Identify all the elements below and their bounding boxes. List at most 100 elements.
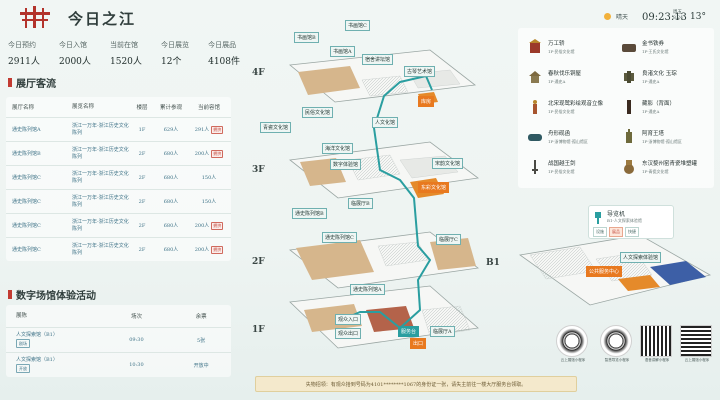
hall-label[interactable]: 古琴艺术馆	[404, 66, 436, 77]
palanquin-icon	[526, 38, 544, 56]
hall-label[interactable]: 数字体验馆	[330, 159, 362, 170]
floor-2f-plan	[289, 231, 480, 289]
floor-3f-plan	[289, 141, 480, 199]
hall-label[interactable]: 书画馆A	[330, 46, 355, 57]
guide-title: 导览机	[607, 211, 626, 218]
qr-code-2[interactable]: 智慧导览小程序	[600, 325, 634, 363]
qr-code-icon	[556, 325, 588, 357]
inkstone-icon	[526, 128, 544, 146]
hall-label[interactable]: 通史陈列馆C	[322, 232, 357, 243]
guide-facility-button[interactable]: 设施	[593, 227, 607, 237]
iron-plaque-icon	[620, 38, 638, 56]
qr-code-3[interactable]: 语音讲解小程序	[640, 325, 674, 363]
hall-label[interactable]: 通史陈列馆B	[292, 208, 327, 219]
floor-1f-plan	[289, 285, 479, 349]
service-desk-label[interactable]: 服务台	[398, 326, 420, 337]
qr-code-icon	[640, 325, 672, 357]
clock-time: 09:23:13	[642, 12, 687, 23]
shadow-icon	[620, 98, 638, 116]
hall-label-storage[interactable]: 库房	[418, 96, 435, 107]
artifact-item[interactable]: 藏影（背面）1F-通史A	[620, 94, 716, 119]
floor-label-3f: 3F	[252, 165, 265, 175]
hall-label[interactable]: 观众出口	[335, 328, 362, 339]
hall-label[interactable]: 人文探索体验馆	[620, 252, 662, 263]
hall-label[interactable]: 书画馆B	[294, 32, 319, 43]
hall-label[interactable]: 民俗文化馆	[302, 107, 334, 118]
floor-label-4f: 4F	[252, 68, 265, 78]
urn-icon	[620, 158, 638, 176]
crowded-badge: 拥挤	[211, 221, 224, 230]
activity-tag: 剧场	[16, 339, 30, 348]
page-title: 今日之江	[68, 10, 137, 28]
guide-subtitle: B1-人文探索体验馆	[607, 218, 642, 223]
hall-label[interactable]: 东彩文化馆	[418, 182, 450, 193]
hall-label[interactable]: 公共服务中心	[586, 266, 623, 277]
qr-code-icon	[680, 325, 712, 357]
pagoda-icon	[620, 128, 638, 146]
hall-label[interactable]: 临展厅C	[436, 234, 461, 245]
hall-label[interactable]: 书画馆C	[345, 20, 370, 31]
bronze-house-icon	[526, 68, 544, 86]
hall-label[interactable]: 临展厅A	[430, 326, 455, 337]
floor-label-2f: 2F	[252, 257, 265, 267]
hall-label[interactable]: 人文化馆	[372, 117, 399, 128]
floor-label-1f: 1F	[252, 325, 265, 335]
hall-label[interactable]: 临展厅B	[348, 198, 373, 209]
crowded-badge: 拥挤	[211, 125, 224, 134]
crowded-badge: 拥挤	[211, 245, 224, 254]
guide-kiosk-icon	[593, 209, 603, 224]
hall-label[interactable]: 观众入口	[335, 314, 362, 325]
activity-table-header: 展陈场次余票	[16, 312, 207, 321]
hall-label[interactable]: 宋韵文化馆	[432, 158, 464, 169]
sun-icon	[604, 13, 611, 20]
hall-label[interactable]: 宿舍讲坛馆	[362, 54, 394, 65]
guide-quick-button[interactable]: 快捷	[625, 227, 639, 237]
flow-table-header: 展厅名称展览名称 楼层累计参观 当前容馆	[12, 103, 220, 112]
crowded-badge: 拥挤	[211, 149, 224, 158]
hall-label[interactable]: 青瓷文化馆	[260, 122, 292, 133]
hall-label[interactable]: 海洋文化馆	[322, 143, 354, 154]
section-mark-icon	[8, 78, 12, 87]
qr-code-4[interactable]: 云上展馆小程序	[680, 325, 714, 363]
flow-section-title: 展厅客流	[8, 75, 56, 90]
museum-logo-icon	[20, 6, 50, 30]
activity-section-title: 数字场馆体验活动	[8, 287, 96, 302]
exit-label[interactable]: 出口	[410, 338, 427, 349]
floor-label-b1: B1	[486, 258, 500, 268]
lost-and-found-notice: 失物招领：有观众拾到号码为4101********1067的身份证一张，请失主前…	[255, 376, 577, 392]
qr-code-1[interactable]: 云上展馆小程序	[556, 325, 590, 363]
jade-cong-icon	[620, 68, 638, 86]
section-mark-icon	[8, 290, 12, 299]
qr-code-icon	[600, 325, 632, 357]
guide-exhibit-button[interactable]: 展品	[609, 227, 623, 237]
guide-popup[interactable]: 导览机 B1-人文探索体验馆 设施 展品 快捷	[588, 205, 674, 239]
hall-label[interactable]: 通史陈列馆A	[350, 284, 385, 295]
